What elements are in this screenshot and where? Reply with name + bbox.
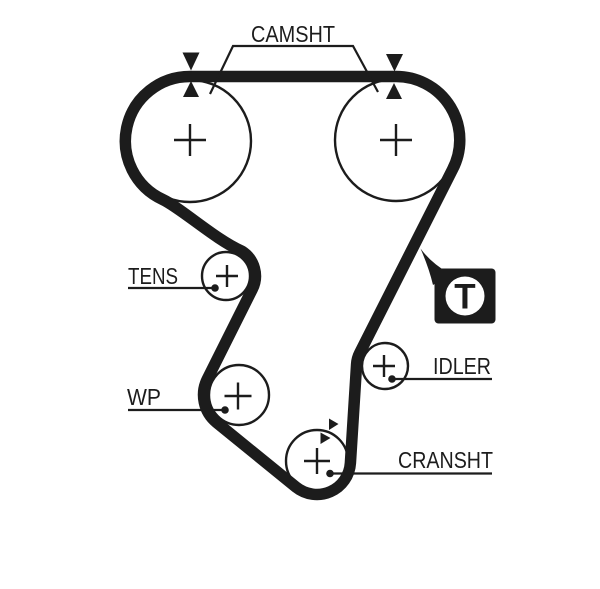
center-mark-water-pump: [224, 382, 252, 410]
timing-mark-right-up-triangle: [386, 83, 402, 99]
timing-belt-path: [119, 70, 466, 501]
timing-mark-right-down-triangle: [386, 54, 403, 72]
water-pump-leader-dot: [221, 406, 229, 414]
center-mark-camshaft-right: [380, 124, 412, 156]
center-mark-tensioner: [216, 265, 238, 287]
idler-label: IDLER: [433, 353, 491, 379]
camshaft-label: CAMSHT: [251, 21, 335, 47]
timing-mark-left-down-triangle: [182, 52, 200, 71]
water-pump-label: WP: [127, 384, 161, 410]
idler-leader-dot: [388, 375, 396, 383]
timing-mark-crank-outer-arrow: [329, 418, 339, 430]
camshaft-label-bracket: [209, 44, 379, 95]
center-mark-camshaft-left: [174, 124, 206, 156]
crankshaft-label: CRANSHT: [398, 447, 493, 473]
crankshaft-leader-dot: [326, 469, 334, 478]
timing-mark-left-up-triangle: [183, 81, 199, 97]
tensioner-leader-dot: [211, 284, 219, 292]
tensioner-label: TENS: [128, 263, 178, 289]
timing-mark-crank-inner-arrow: [320, 432, 331, 444]
center-mark-crankshaft: [304, 448, 330, 474]
center-mark-idler: [373, 355, 395, 377]
t-marker-circle: [445, 276, 485, 316]
t-marker-letter: T: [454, 278, 475, 317]
